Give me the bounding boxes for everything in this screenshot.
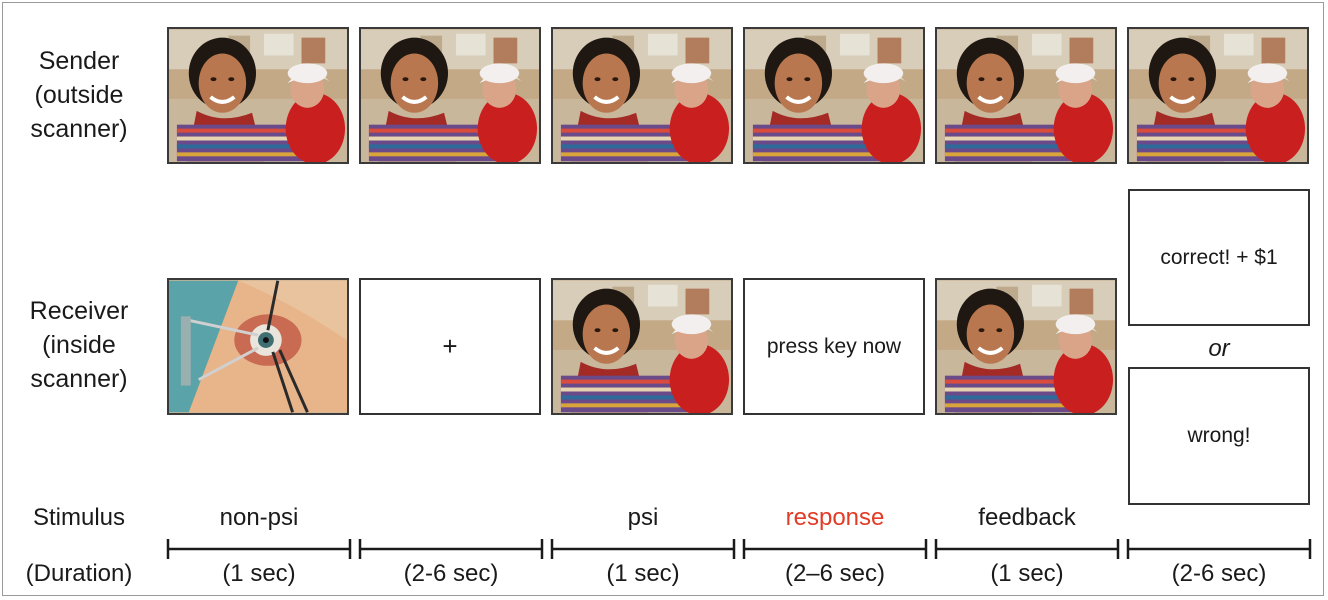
sender-label: Sender (outside scanner) xyxy=(0,44,158,146)
sender-label-line-3: scanner) xyxy=(30,115,128,143)
duration-feedback: (1 sec) xyxy=(990,560,1064,587)
duration-label: (Duration) xyxy=(25,560,133,587)
sender-photo-6 xyxy=(1127,27,1309,164)
sender-photo-3 xyxy=(551,27,733,164)
receiver-label: Receiver (inside scanner) xyxy=(0,294,158,396)
sender-label-line-1: Sender xyxy=(38,47,120,75)
timeline-brackets xyxy=(166,539,1312,559)
wrong-text: wrong! xyxy=(1187,424,1251,447)
sender-label-line-2: (outside xyxy=(34,81,124,109)
receiver-label-line-3: scanner) xyxy=(30,365,128,393)
stimulus-feedback: feedback xyxy=(978,504,1076,531)
fixation-cross: + xyxy=(442,331,458,361)
receiver-label-line-2: (inside xyxy=(42,331,116,359)
stimulus-psi: psi xyxy=(627,504,659,531)
receiver-label-line-1: Receiver xyxy=(29,297,129,325)
duration-outcome: (2-6 sec) xyxy=(1171,560,1267,587)
duration-response: (2–6 sec) xyxy=(784,560,886,587)
stimulus-nonpsi: non-psi xyxy=(219,504,299,531)
receiver-nonpsi-image xyxy=(167,278,349,415)
sender-photo-1 xyxy=(167,27,349,164)
fixation-box: + xyxy=(359,278,541,415)
duration-psi: (1 sec) xyxy=(606,560,680,587)
response-box: press key now xyxy=(743,278,925,415)
sender-photo-2 xyxy=(359,27,541,164)
sender-photo-4 xyxy=(743,27,925,164)
receiver-psi-photo xyxy=(551,278,733,415)
sender-photo-5 xyxy=(935,27,1117,164)
correct-feedback-box: correct! + $1 xyxy=(1128,189,1310,326)
wrong-feedback-box: wrong! xyxy=(1128,367,1310,505)
or-label: or xyxy=(1208,335,1230,362)
duration-fixation: (2-6 sec) xyxy=(403,560,499,587)
stimulus-label: Stimulus xyxy=(32,504,126,531)
stimulus-response: response xyxy=(785,504,885,531)
correct-text: correct! + $1 xyxy=(1160,245,1278,269)
receiver-feedback-photo xyxy=(935,278,1117,415)
duration-nonpsi: (1 sec) xyxy=(222,560,296,587)
press-key-text: press key now xyxy=(766,334,902,358)
